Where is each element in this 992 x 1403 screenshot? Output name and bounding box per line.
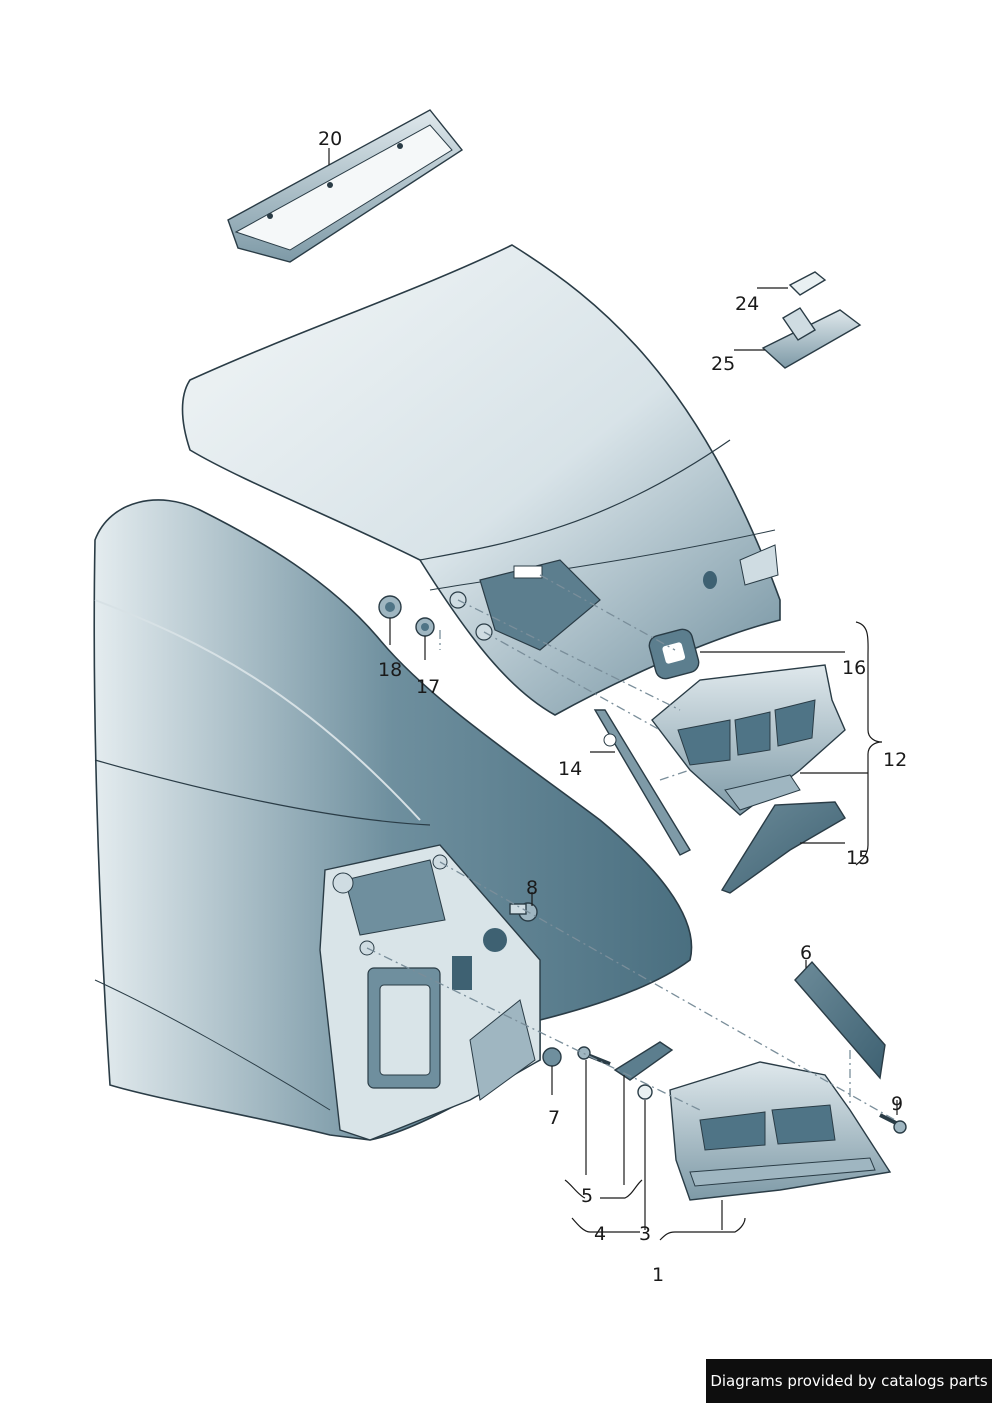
callout-6: 6 bbox=[800, 942, 812, 964]
boot-lid bbox=[181, 244, 781, 716]
callout-3: 3 bbox=[639, 1223, 651, 1245]
part-17-nut bbox=[415, 617, 435, 637]
leader-lines bbox=[328, 148, 898, 1241]
part-9-screw bbox=[879, 1113, 907, 1134]
callout-12: 12 bbox=[883, 749, 907, 771]
part-20-high-level-brake-light bbox=[227, 109, 464, 263]
part-1-tail-light-outer bbox=[669, 1061, 892, 1201]
assembly-lines bbox=[366, 574, 896, 1121]
part-4-bulb-holder bbox=[613, 1041, 674, 1081]
part-18-nut bbox=[378, 595, 402, 619]
callout-20: 20 bbox=[318, 128, 342, 150]
callout-15: 15 bbox=[846, 847, 870, 869]
part-15-trim-cover bbox=[720, 801, 846, 894]
callout-labels: 20 24 25 18 17 16 12 14 15 8 6 7 9 5 4 3… bbox=[318, 128, 907, 1286]
callout-9: 9 bbox=[891, 1093, 903, 1115]
footer-credit: Diagrams provided by catalogs parts bbox=[706, 1359, 992, 1403]
part-3-bulb bbox=[637, 1084, 653, 1100]
callout-4: 4 bbox=[594, 1223, 606, 1245]
rear-quarter-panel bbox=[93, 499, 693, 1141]
footer-text: Diagrams provided by catalogs parts bbox=[710, 1372, 988, 1390]
part-16-seal bbox=[648, 628, 700, 680]
part-5-screw bbox=[577, 1046, 611, 1066]
part-12-tail-light-inner bbox=[651, 664, 846, 816]
callout-24: 24 bbox=[735, 293, 759, 315]
callout-1: 1 bbox=[652, 1264, 664, 1286]
callout-8: 8 bbox=[526, 877, 538, 899]
part-24-bulb bbox=[788, 271, 827, 296]
part-14-gasket bbox=[593, 709, 691, 856]
callout-17: 17 bbox=[416, 676, 440, 698]
part-6-trim bbox=[794, 960, 886, 1080]
callout-5: 5 bbox=[581, 1185, 593, 1207]
part-7-grommet bbox=[542, 1047, 562, 1067]
callout-25: 25 bbox=[711, 353, 735, 375]
callout-7: 7 bbox=[548, 1107, 560, 1129]
part-25-licence-plate-light bbox=[761, 307, 862, 369]
callout-18: 18 bbox=[378, 659, 402, 681]
callout-16: 16 bbox=[842, 657, 866, 679]
callout-14: 14 bbox=[558, 758, 582, 780]
